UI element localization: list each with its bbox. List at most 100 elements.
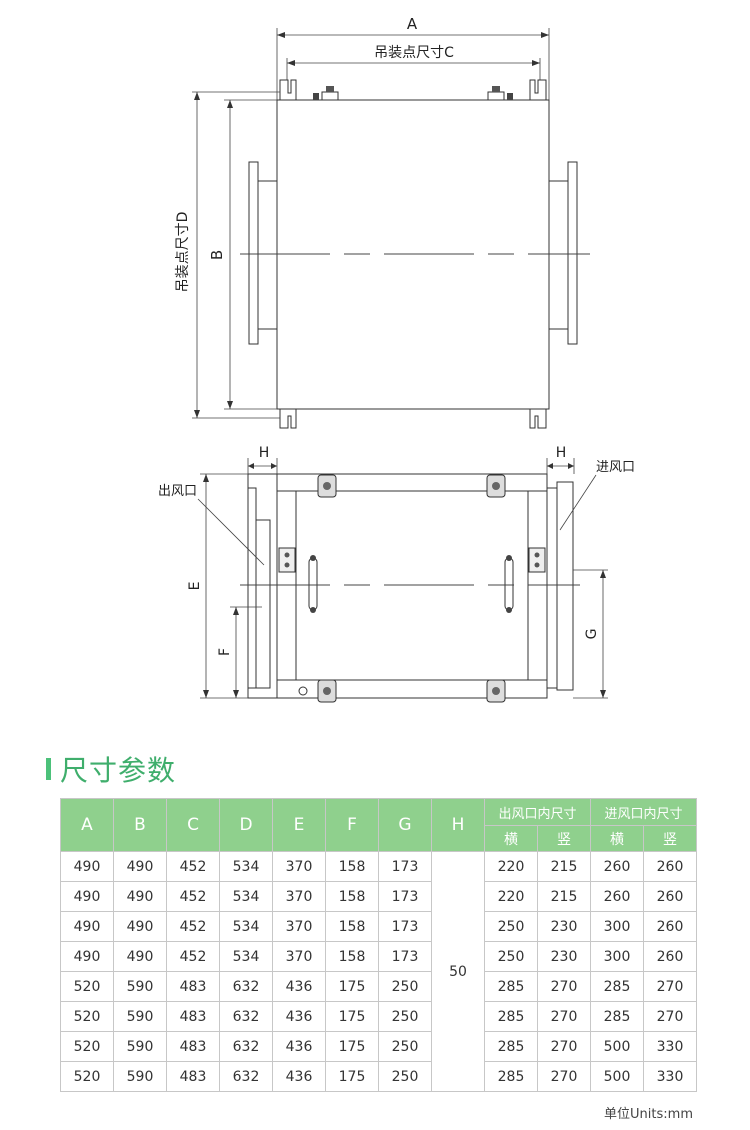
table-cell: 632 [219, 1061, 273, 1092]
technical-drawing: A 吊装点尺寸C [158, 15, 635, 703]
table-cell: 175 [325, 1031, 379, 1062]
header-inlet-vertical: 竖 [643, 825, 697, 852]
table-cell: 534 [219, 881, 273, 912]
outlet-flange-inner [255, 519, 271, 689]
table-cell: 483 [166, 1061, 220, 1092]
section-title: 尺寸参数 [60, 754, 177, 787]
dim-d-label: 吊装点尺寸D [175, 212, 191, 293]
table-cell: 250 [378, 971, 432, 1002]
unit-note: 单位Units:mm [604, 1107, 693, 1122]
header-outlet-group: 出风口内尺寸 [484, 798, 591, 826]
table-cell: 452 [166, 941, 220, 972]
table-cell: 520 [60, 1031, 114, 1062]
table-cell: 230 [537, 911, 591, 942]
header-h: H [431, 798, 485, 852]
side-view-frame [247, 473, 548, 699]
table-cell: 215 [537, 881, 591, 912]
outlet-label: 出风口 [158, 484, 197, 499]
table-cell: 500 [590, 1031, 644, 1062]
table-cell: 250 [378, 1031, 432, 1062]
table-cell: 490 [113, 881, 167, 912]
table-cell: 370 [272, 881, 326, 912]
table-cell: 330 [643, 1061, 697, 1092]
clamp-bottom-right [486, 679, 506, 703]
header-f: F [325, 798, 379, 852]
table-cell: 500 [590, 1061, 644, 1092]
table-cell: 534 [219, 851, 273, 882]
table-cell: 285 [484, 971, 538, 1002]
table-cell: 490 [60, 851, 114, 882]
lug-top-right [529, 79, 547, 100]
table-cell: 300 [590, 911, 644, 942]
table-cell: 260 [643, 851, 697, 882]
header-outlet-vertical: 竖 [537, 825, 591, 852]
table-cell: 452 [166, 851, 220, 882]
table-cell: 520 [60, 1061, 114, 1092]
table-cell: 285 [484, 1031, 538, 1062]
header-inlet-horizontal: 横 [590, 825, 644, 852]
dim-h-right-label: H [556, 445, 567, 461]
table-cell: 270 [537, 1001, 591, 1032]
table-cell: 215 [537, 851, 591, 882]
clamp-bottom-left [317, 679, 337, 703]
table-cell: 534 [219, 941, 273, 972]
top-view: A 吊装点尺寸C [175, 15, 590, 429]
table-cell: 260 [643, 911, 697, 942]
lug-top-left [279, 79, 297, 100]
table-cell: 452 [166, 881, 220, 912]
table-cell: 520 [60, 1001, 114, 1032]
side-view: H H [158, 445, 635, 703]
table-cell: 490 [60, 881, 114, 912]
dim-g-label: G [584, 629, 600, 640]
table-cell: 270 [537, 1061, 591, 1092]
table-cell: 250 [378, 1001, 432, 1032]
flange-right-inner [548, 180, 569, 330]
flange-left-inner [257, 180, 278, 330]
table-cell: 175 [325, 971, 379, 1002]
table-cell: 260 [643, 941, 697, 972]
clamp-top-left [317, 474, 337, 498]
table-cell: 175 [325, 1061, 379, 1092]
table-cell: 220 [484, 881, 538, 912]
table-cell: 370 [272, 911, 326, 942]
table-cell: 490 [113, 851, 167, 882]
table-cell: 158 [325, 911, 379, 942]
table-cell: 230 [537, 941, 591, 972]
lug-bottom-right [529, 409, 547, 429]
handle-left [308, 555, 318, 613]
spec-table: A B C D E F G H 出风口内尺寸 进风口内尺寸 横 竖 横 竖 49… [60, 798, 697, 1092]
table-cell: 250 [484, 911, 538, 942]
table-cell: 534 [219, 911, 273, 942]
inlet-leader [559, 474, 597, 531]
table-cell: 285 [484, 1001, 538, 1032]
knob-right [487, 86, 513, 101]
header-g: G [378, 798, 432, 852]
inlet-flange-outer [556, 481, 574, 691]
inlet-label: 进风口 [596, 460, 635, 475]
inlet-flange-inner [546, 487, 558, 689]
table-cell: 436 [272, 1001, 326, 1032]
table-cell: 483 [166, 1001, 220, 1032]
table-cell: 270 [643, 971, 697, 1002]
section-heading: 尺寸参数 [46, 752, 177, 787]
table-cell: 370 [272, 941, 326, 972]
table-cell: 173 [378, 851, 432, 882]
knob-left [313, 86, 339, 101]
header-c: C [166, 798, 220, 852]
table-cell: 590 [113, 1001, 167, 1032]
header-inlet-group: 进风口内尺寸 [590, 798, 697, 826]
table-cell: 260 [643, 881, 697, 912]
dim-b-label: B [208, 250, 226, 260]
table-cell: 483 [166, 971, 220, 1002]
dim-e-label: E [187, 582, 203, 591]
table-cell: 175 [325, 1001, 379, 1032]
table-cell: 300 [590, 941, 644, 972]
hinge-left [278, 547, 296, 573]
dim-c-label: 吊装点尺寸C [374, 45, 454, 61]
